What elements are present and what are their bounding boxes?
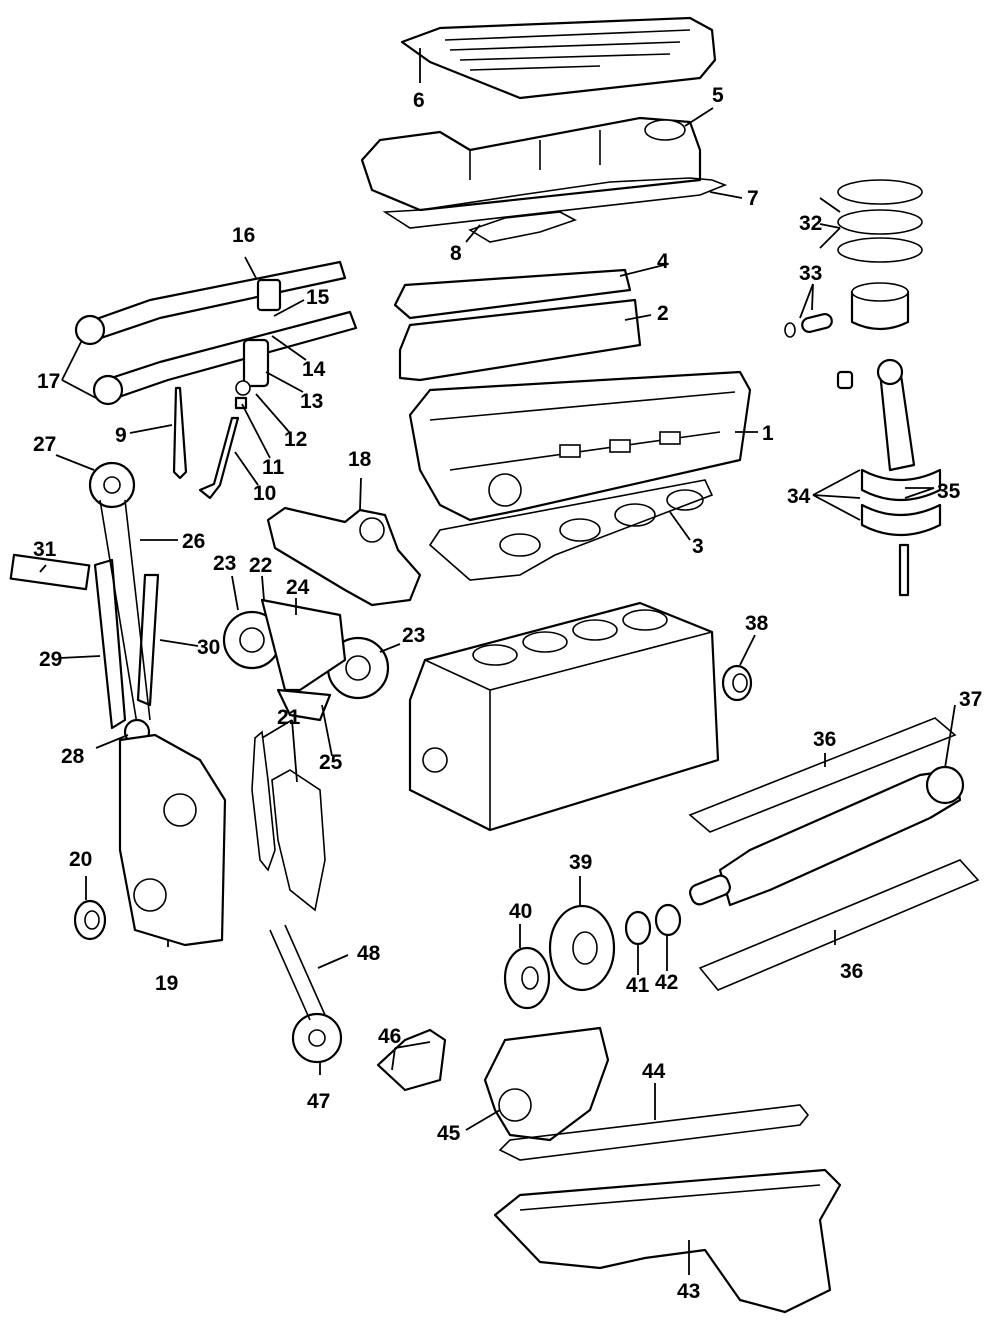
callout-13: 13 [300,390,323,413]
callout-4: 4 [657,250,669,273]
vanos-unit [222,598,390,722]
callout-34: 34 [787,485,811,508]
piston [784,282,910,338]
callout-30: 30 [197,636,220,659]
valve-cover [360,116,702,212]
engine-cover [400,16,717,100]
crankshaft [689,765,965,907]
callout-5: 5 [712,84,724,107]
callout-8: 8 [450,242,462,265]
camshafts [74,260,358,406]
callout-36b: 36 [840,960,863,983]
callout-28: 28 [61,745,85,768]
callout-3: 3 [692,535,704,558]
callout-23b: 23 [402,624,425,647]
engine-block [408,601,720,832]
piston-rings [837,179,923,263]
callout-9: 9 [115,424,127,447]
callout-10: 10 [253,482,276,505]
crankshaft-hub-parts [503,903,682,1010]
callout-1: 1 [762,422,774,445]
callout-40: 40 [509,900,532,923]
callout-39: 39 [569,851,592,874]
head-gasket [428,479,714,581]
timing-cover-gaskets [251,730,326,912]
timing-cover [118,733,227,947]
callout-12: 12 [284,428,307,451]
callout-37: 37 [959,688,982,711]
callout-26: 26 [182,530,205,553]
callout-27: 27 [33,433,56,456]
callout-17: 17 [37,370,60,393]
callout-48: 48 [357,942,381,965]
callout-25: 25 [319,751,343,774]
callout-22: 22 [249,554,272,577]
leader-lines [39,48,956,1275]
callout-44: 44 [642,1060,666,1083]
callout-35: 35 [937,480,961,503]
upper-main-bearings [688,717,957,833]
callout-47: 47 [307,1090,330,1113]
callout-11: 11 [262,456,285,479]
callout-45: 45 [437,1122,461,1145]
callout-41: 41 [626,974,650,997]
callout-42: 42 [655,971,678,994]
callout-33: 33 [799,262,822,285]
lower-main-bearings [698,859,980,991]
oil-pump-assembly [269,924,610,1142]
connecting-rod [836,358,942,597]
callout-21: 21 [277,706,301,729]
callout-labels: 1 2 3 4 5 6 7 8 9 10 11 12 13 14 15 16 1… [33,84,982,1303]
callout-15: 15 [306,286,330,309]
callout-32: 32 [799,212,822,235]
callout-19: 19 [155,972,178,995]
camshaft-bearing-cap-strip [393,268,632,320]
valve-cover-gasket [382,177,728,243]
cylinder-head [408,370,752,522]
valve-spring-assembly [172,278,282,500]
callout-43: 43 [677,1280,700,1303]
callout-23a: 23 [213,552,236,575]
callout-46: 46 [378,1025,401,1048]
callout-20: 20 [69,848,92,871]
callout-7: 7 [747,187,759,210]
timing-chain-assembly [9,461,160,746]
callout-2: 2 [657,302,669,325]
callout-38: 38 [745,612,769,635]
callout-6: 6 [413,89,425,112]
water-pump [266,506,422,607]
callout-14: 14 [302,358,326,381]
oil-pan [493,1168,842,1314]
callout-31: 31 [33,538,57,561]
front-crank-seal [73,899,107,941]
rear-main-seal [721,664,753,702]
callout-16: 16 [232,224,255,247]
callout-18: 18 [348,448,372,471]
cam-bearing-caps [398,298,642,382]
callout-29: 29 [39,648,62,671]
oil-pan-gasket [498,1104,810,1161]
callout-36a: 36 [813,728,836,751]
callout-24: 24 [286,576,310,599]
